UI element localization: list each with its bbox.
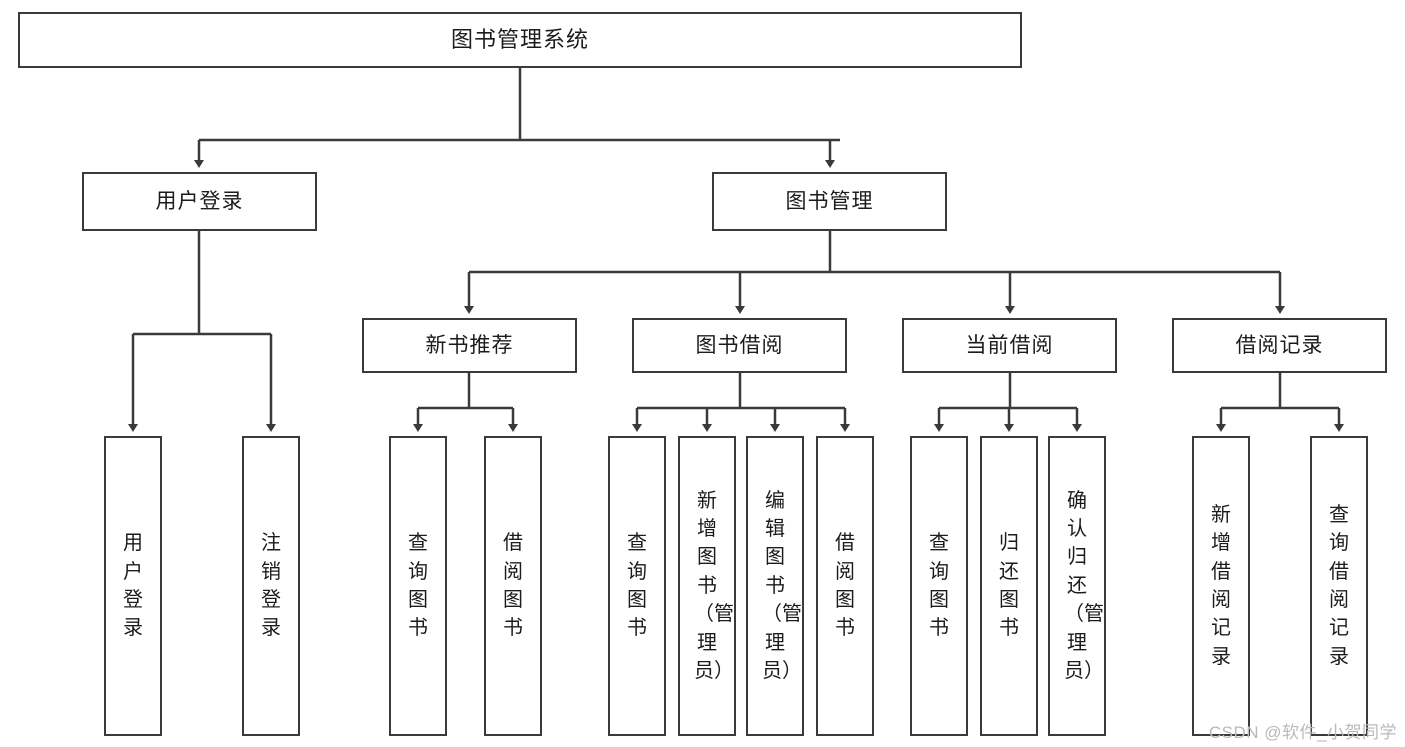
leaf-newbook-borrow-book-label: 借阅图书: [503, 532, 523, 640]
node-new-book-recommend-label: 新书推荐: [425, 333, 514, 357]
leaf-add-book-admin[interactable]: 新增图书（管理员）: [678, 436, 736, 736]
leaf-confirm-return-admin-label: 确认归还（管理员）: [1064, 489, 1104, 682]
node-root-label: 图书管理系统: [450, 26, 589, 52]
leaf-edit-book-admin[interactable]: 编辑图书（管理员）: [746, 436, 804, 736]
leaf-borrow-query-book[interactable]: 查询图书: [608, 436, 666, 736]
leaf-return-book-label: 归还图书: [999, 532, 1019, 640]
node-root[interactable]: 图书管理系统: [18, 12, 1022, 68]
leaf-current-query-book[interactable]: 查询图书: [910, 436, 968, 736]
node-book-borrow-label: 图书借阅: [695, 333, 784, 357]
leaf-return-book[interactable]: 归还图书: [980, 436, 1038, 736]
leaf-borrow-borrow-book-label: 借阅图书: [835, 532, 855, 640]
leaf-newbook-query-book-label: 查询图书: [408, 532, 428, 640]
leaf-newbook-borrow-book[interactable]: 借阅图书: [484, 436, 542, 736]
node-borrow-record-label: 借阅记录: [1235, 333, 1324, 357]
node-book-borrow[interactable]: 图书借阅: [632, 318, 847, 373]
leaf-current-query-book-label: 查询图书: [929, 532, 949, 640]
node-borrow-record[interactable]: 借阅记录: [1172, 318, 1387, 373]
leaf-logout[interactable]: 注销登录: [242, 436, 300, 736]
leaf-confirm-return-admin[interactable]: 确认归还（管理员）: [1048, 436, 1106, 736]
node-user-login-label: 用户登录: [155, 189, 244, 213]
node-current-borrow[interactable]: 当前借阅: [902, 318, 1117, 373]
leaf-add-borrow-record[interactable]: 新增借阅记录: [1192, 436, 1250, 736]
leaf-newbook-query-book[interactable]: 查询图书: [389, 436, 447, 736]
leaf-logout-label: 注销登录: [261, 532, 281, 640]
node-book-management-label: 图书管理: [785, 189, 874, 213]
leaf-borrow-borrow-book[interactable]: 借阅图书: [816, 436, 874, 736]
leaf-query-borrow-record-label: 查询借阅记录: [1329, 503, 1349, 668]
leaf-add-borrow-record-label: 新增借阅记录: [1211, 503, 1231, 668]
node-new-book-recommend[interactable]: 新书推荐: [362, 318, 577, 373]
leaf-query-borrow-record[interactable]: 查询借阅记录: [1310, 436, 1368, 736]
node-user-login[interactable]: 用户登录: [82, 172, 317, 231]
node-book-management[interactable]: 图书管理: [712, 172, 947, 231]
leaf-user-login-label: 用户登录: [123, 532, 143, 640]
leaf-borrow-query-book-label: 查询图书: [627, 532, 647, 640]
node-current-borrow-label: 当前借阅: [965, 333, 1054, 357]
leaf-add-book-admin-label: 新增图书（管理员）: [694, 489, 734, 682]
leaf-edit-book-admin-label: 编辑图书（管理员）: [762, 489, 802, 682]
leaf-user-login[interactable]: 用户登录: [104, 436, 162, 736]
csdn-watermark: CSDN @软件_小贺同学: [1208, 723, 1397, 742]
